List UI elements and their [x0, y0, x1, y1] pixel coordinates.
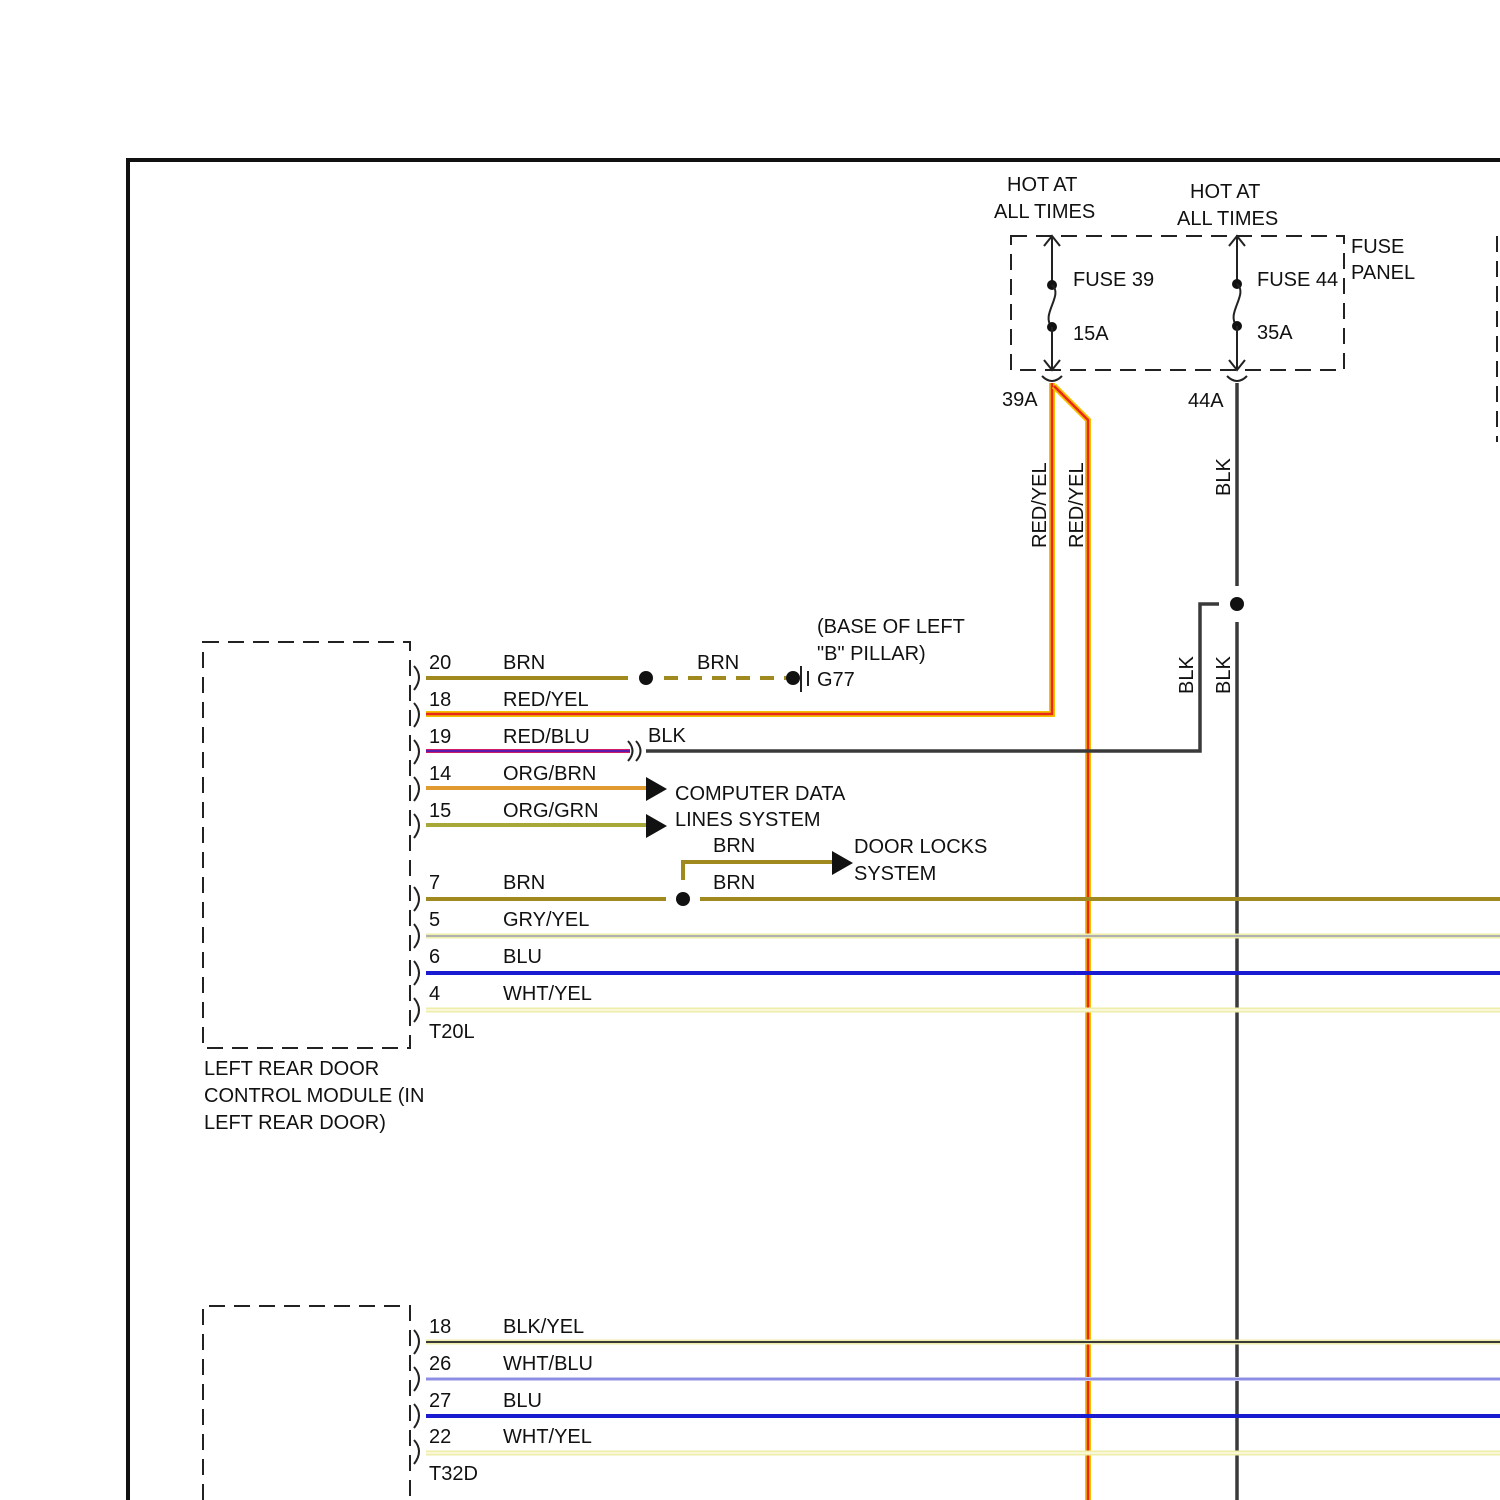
ground-dot [786, 671, 800, 685]
module-name: CONTROL MODULE (IN [204, 1085, 424, 1107]
hot-at-all-times-label: HOT AT [1190, 181, 1260, 203]
wire-color-label: BRN [503, 872, 545, 894]
pin-number: 18 [429, 1316, 451, 1338]
module-box-t32d [203, 1306, 410, 1500]
wire-color-label: BRN [503, 652, 545, 674]
ground-location: "B" PILLAR) [817, 643, 926, 665]
wire-label-red-yel: RED/YEL [1066, 462, 1088, 548]
pin-number: 4 [429, 983, 440, 1005]
pin-number: 6 [429, 946, 440, 968]
module-name: LEFT REAR DOOR) [204, 1112, 386, 1134]
terminal-39a-label: 39A [1002, 389, 1038, 411]
pin-number: 5 [429, 909, 440, 931]
computer-data-label: LINES SYSTEM [675, 809, 821, 831]
wire-color-label: BLU [503, 1390, 542, 1412]
ground-wire-label: BRN [697, 652, 739, 674]
hot-at-all-times-label: ALL TIMES [1177, 208, 1278, 230]
connector-label-t20l: T20L [429, 1021, 475, 1043]
arrow-icon [832, 851, 853, 875]
pin-number: 15 [429, 800, 451, 822]
ground-id: G77 [817, 669, 855, 691]
arrow-icon [646, 777, 667, 801]
wire-color-label: WHT/BLU [503, 1353, 593, 1375]
wire-color-label: ORG/GRN [503, 800, 599, 822]
wire-color-label: RED/BLU [503, 726, 590, 748]
connector-t20l-terminals [414, 666, 419, 1022]
ground-symbol-icon [801, 666, 808, 692]
pin-number: 20 [429, 652, 451, 674]
wire-color-label: WHT/YEL [503, 1426, 592, 1448]
wire-color-label: GRY/YEL [503, 909, 589, 931]
computer-data-label: COMPUTER DATA [675, 783, 846, 805]
wire-brn-door-locks [683, 862, 834, 880]
left-rear-door-control-module [203, 642, 410, 1048]
fuse-44-label: FUSE 44 [1257, 269, 1338, 291]
fuse-44-rating: 35A [1257, 322, 1293, 344]
lower-module [203, 1306, 410, 1500]
splice-wire-label: BLK [648, 725, 686, 747]
splice-dot [676, 892, 690, 906]
fuse-44 [1227, 236, 1247, 381]
wire-color-label: ORG/BRN [503, 763, 596, 785]
pin-number: 19 [429, 726, 451, 748]
wire-red-yel-trunk [1054, 386, 1088, 1500]
wire-label-red-yel: RED/YEL [1029, 462, 1051, 548]
wire-color-label: RED/YEL [503, 689, 589, 711]
fuse-39-rating: 15A [1073, 323, 1109, 345]
pin-number: 26 [429, 1353, 451, 1375]
door-locks-wire-label: BRN [713, 835, 755, 857]
connector-label-t32d: T32D [429, 1463, 478, 1485]
module-box-t20l [203, 642, 410, 1048]
wire-color-label: BLK/YEL [503, 1316, 584, 1338]
terminal-44a-label: 44A [1188, 390, 1224, 412]
wire-label-blk: BLK [1213, 458, 1235, 496]
splice-dot-blk [1230, 597, 1244, 611]
connector-t32d-terminals [414, 1330, 419, 1464]
pin-number: 18 [429, 689, 451, 711]
door-locks-label: SYSTEM [854, 863, 936, 885]
wire-red-yel-trunk-core [1054, 386, 1088, 1500]
wire-color-label: WHT/YEL [503, 983, 592, 1005]
fuse-panel-label: PANEL [1351, 262, 1415, 284]
pin-number: 22 [429, 1426, 451, 1448]
arrow-icon [646, 814, 667, 838]
hot-at-all-times-label: ALL TIMES [994, 201, 1095, 223]
door-locks-wire-label: BRN [713, 872, 755, 894]
splice-dot [639, 671, 653, 685]
wire-label-blk: BLK [1176, 656, 1198, 694]
pin-number: 7 [429, 872, 440, 894]
fuse-panel-box [1011, 236, 1344, 370]
wire-color-label: BLU [503, 946, 542, 968]
door-locks-label: DOOR LOCKS [854, 836, 987, 858]
hot-at-all-times-label: HOT AT [1007, 174, 1077, 196]
ground-location: (BASE OF LEFT [817, 616, 965, 638]
fuse-39 [1042, 236, 1062, 381]
fuse-panel-label: FUSE [1351, 236, 1404, 258]
wire-label-blk: BLK [1213, 656, 1235, 694]
pin-number: 27 [429, 1390, 451, 1412]
pin-number: 14 [429, 763, 451, 785]
module-name: LEFT REAR DOOR [204, 1058, 379, 1080]
fuse-39-label: FUSE 39 [1073, 269, 1154, 291]
